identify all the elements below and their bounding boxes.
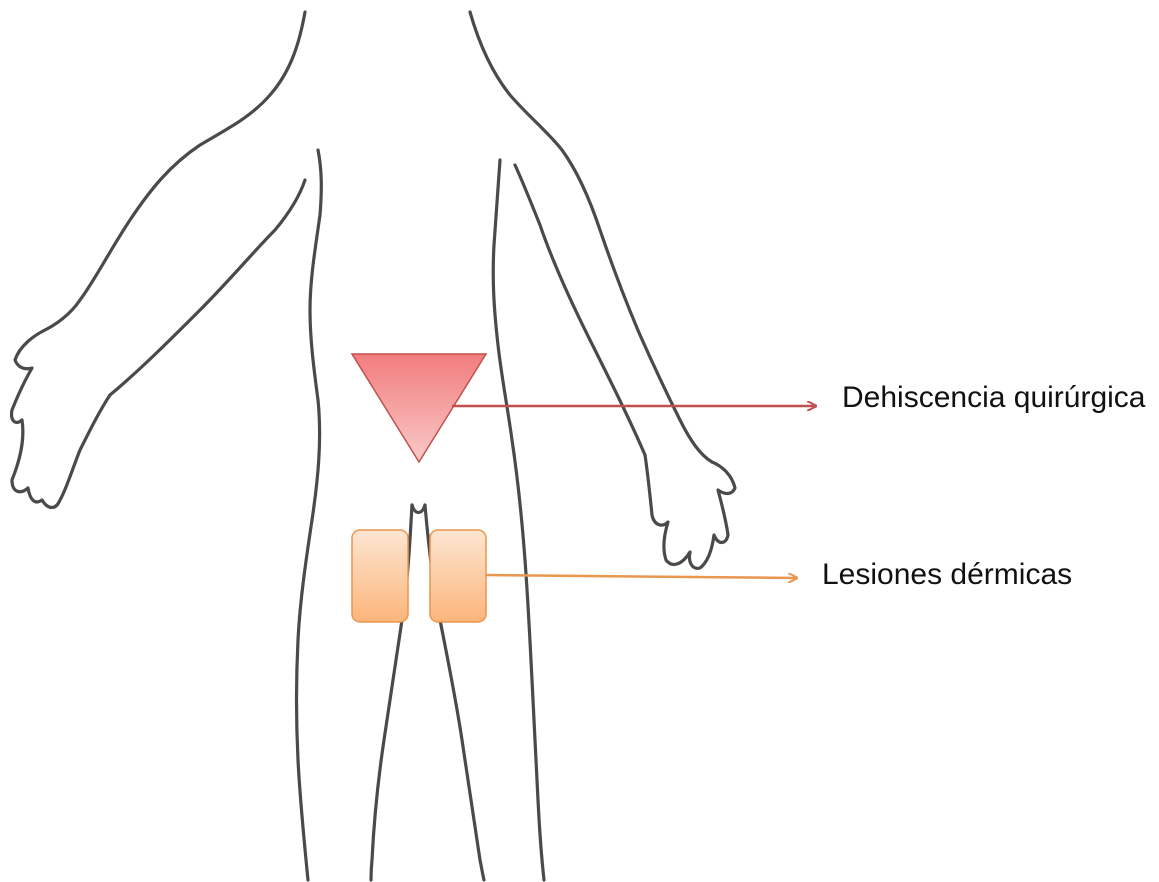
triangle-marker-icon [352, 354, 486, 462]
right-torso [493, 160, 544, 880]
left-torso [297, 150, 322, 880]
rounded-square-marker-icon [430, 530, 486, 622]
arrow-lesiones [486, 575, 796, 578]
left-outer-contour [45, 12, 305, 330]
right-inner-arm [515, 165, 645, 455]
label-lesiones-dermicas: Lesiones dérmicas [822, 560, 1072, 590]
right-hand-outline [645, 455, 735, 568]
rounded-square-marker-icon [352, 530, 408, 622]
crotch-curve [412, 505, 425, 513]
label-dehiscencia-quirurgica: Dehiscencia quirúrgica [842, 383, 1146, 413]
left-hand-outline [12, 330, 110, 508]
left-inner-arm [110, 180, 305, 395]
human-body-back-outline-icon [12, 12, 735, 880]
